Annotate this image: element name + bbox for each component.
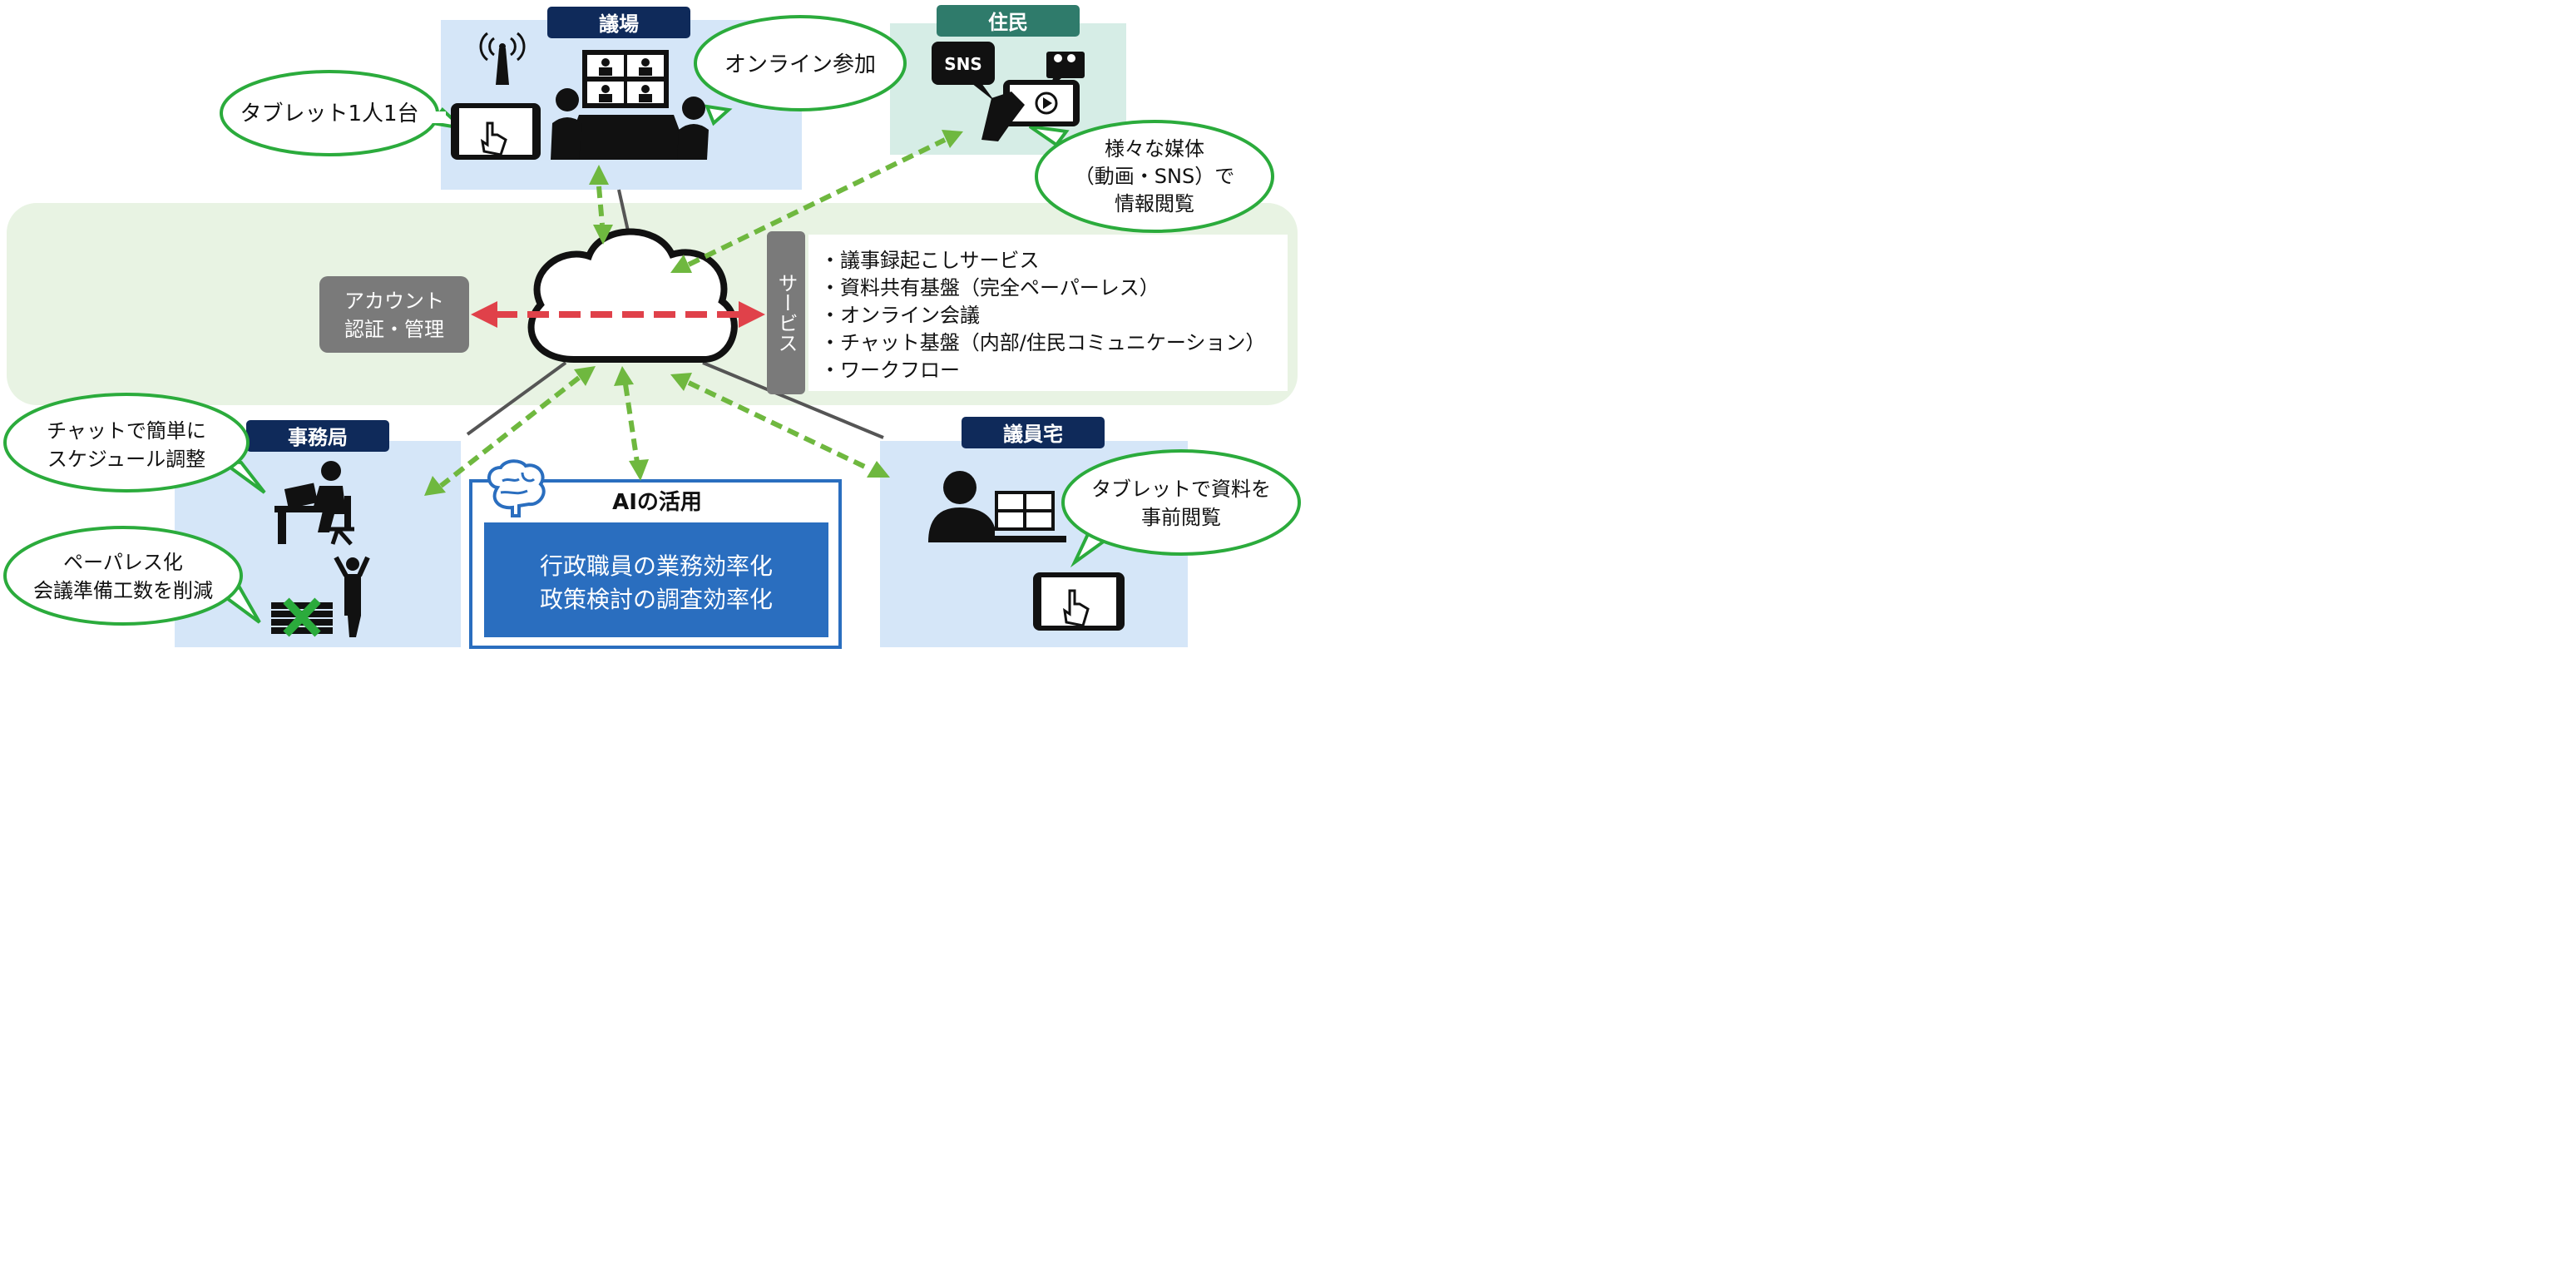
jumin-label-bg [937, 5, 1080, 37]
service-item-2: ・資料共有基盤（完全ペーパーレス） [820, 276, 1159, 299]
bubble-paperless-line-2: 会議準備工数を削減 [33, 579, 213, 602]
diagram-root: 議場 住民 事務局 議員宅 サービス ・議事録起こしサービス ・資料共有基盤（完… [0, 0, 1304, 651]
jumin-label: 住民 [988, 11, 1028, 34]
ai-line-2: 政策検討の調査効率化 [540, 586, 773, 613]
ai-title: AIの活用 [612, 490, 702, 515]
bubble-paperless-line-1: ペーパレス化 [63, 551, 183, 574]
arrow-cloud-jimukyoku [424, 366, 596, 496]
connector-line-giintaku [702, 361, 884, 439]
bubble-media: 様々な媒体 （動画・SNS）で 情報閲覧 [1028, 120, 1274, 233]
tablet-touch-icon [451, 103, 541, 160]
bubble-chat: チャットで簡単に スケジュール調整 [3, 393, 266, 494]
red-arrow-left-head [471, 301, 497, 328]
service-item-3: ・オンライン会議 [820, 304, 980, 327]
bubble-chat-line-1: チャットで簡単に [47, 419, 206, 443]
arrow-cloud-giintaku [670, 373, 890, 478]
service-item-4: ・チャット基盤（内部/住民コミュニケーション） [820, 331, 1265, 354]
arrow-cloud-gijo [589, 165, 613, 245]
service-tab [767, 231, 805, 394]
brain-icon [487, 459, 546, 517]
tablet-touch-icon-2 [1033, 572, 1125, 631]
bubble-online: オンライン参加 [694, 15, 907, 126]
account-box-line-1: アカウント [344, 290, 444, 313]
crossed-papers-icon [271, 556, 370, 637]
bubble-tablet-docs: タブレットで資料を 事前閲覧 [1061, 449, 1301, 568]
ai-line-1: 行政職員の業務効率化 [540, 552, 773, 580]
connector-line-jimukyoku [466, 361, 567, 436]
jimukyoku-label-bg [246, 420, 389, 452]
gijo-label-bg [547, 7, 690, 38]
video-meeting-icon [551, 50, 709, 160]
ai-inner-box [484, 522, 828, 637]
bubble-media-line-1: 様々な媒体 [1105, 137, 1204, 161]
bubble-tablet-text: タブレット1人1台 [240, 101, 418, 126]
arrow-cloud-jumin [670, 130, 963, 273]
sns-label: SNS [944, 54, 982, 74]
giintaku-label-bg [962, 417, 1105, 448]
gijo-label: 議場 [599, 12, 639, 36]
bubble-paperless: ペーパレス化 会議準備工数を削減 [3, 526, 261, 626]
bubble-chat-line-2: スケジュール調整 [47, 448, 205, 471]
giintaku-label: 議員宅 [1003, 423, 1063, 446]
bubble-tablet-docs-line-2: 事前閲覧 [1141, 506, 1221, 529]
arrow-cloud-ai [614, 366, 649, 481]
service-list-box [808, 235, 1288, 391]
service-tab-label: サービス [774, 273, 798, 353]
bubble-tablet: タブレット1人1台 [220, 70, 468, 156]
service-item-5: ・ワークフロー [820, 359, 960, 382]
account-box [319, 276, 469, 353]
diagram-canvas: 議場 住民 事務局 議員宅 サービス ・議事録起こしサービス ・資料共有基盤（完… [3, 5, 1301, 649]
phone-sns-icon: SNS [932, 42, 1085, 141]
jimukyoku-label: 事務局 [288, 426, 348, 449]
bubble-tablet-docs-line-1: タブレットで資料を [1091, 478, 1271, 501]
bubble-media-line-3: 情報閲覧 [1115, 192, 1194, 215]
antenna-icon [479, 32, 526, 85]
desk-worker-icon [274, 461, 354, 546]
account-box-line-2: 認証・管理 [344, 318, 444, 341]
bubble-media-line-2: （動画・SNS）で [1075, 165, 1234, 188]
bubble-online-text: オンライン参加 [724, 52, 876, 77]
red-arrow-right-head [739, 301, 765, 328]
service-item-1: ・議事録起こしサービス [820, 249, 1040, 272]
home-video-call-icon [928, 471, 1066, 542]
